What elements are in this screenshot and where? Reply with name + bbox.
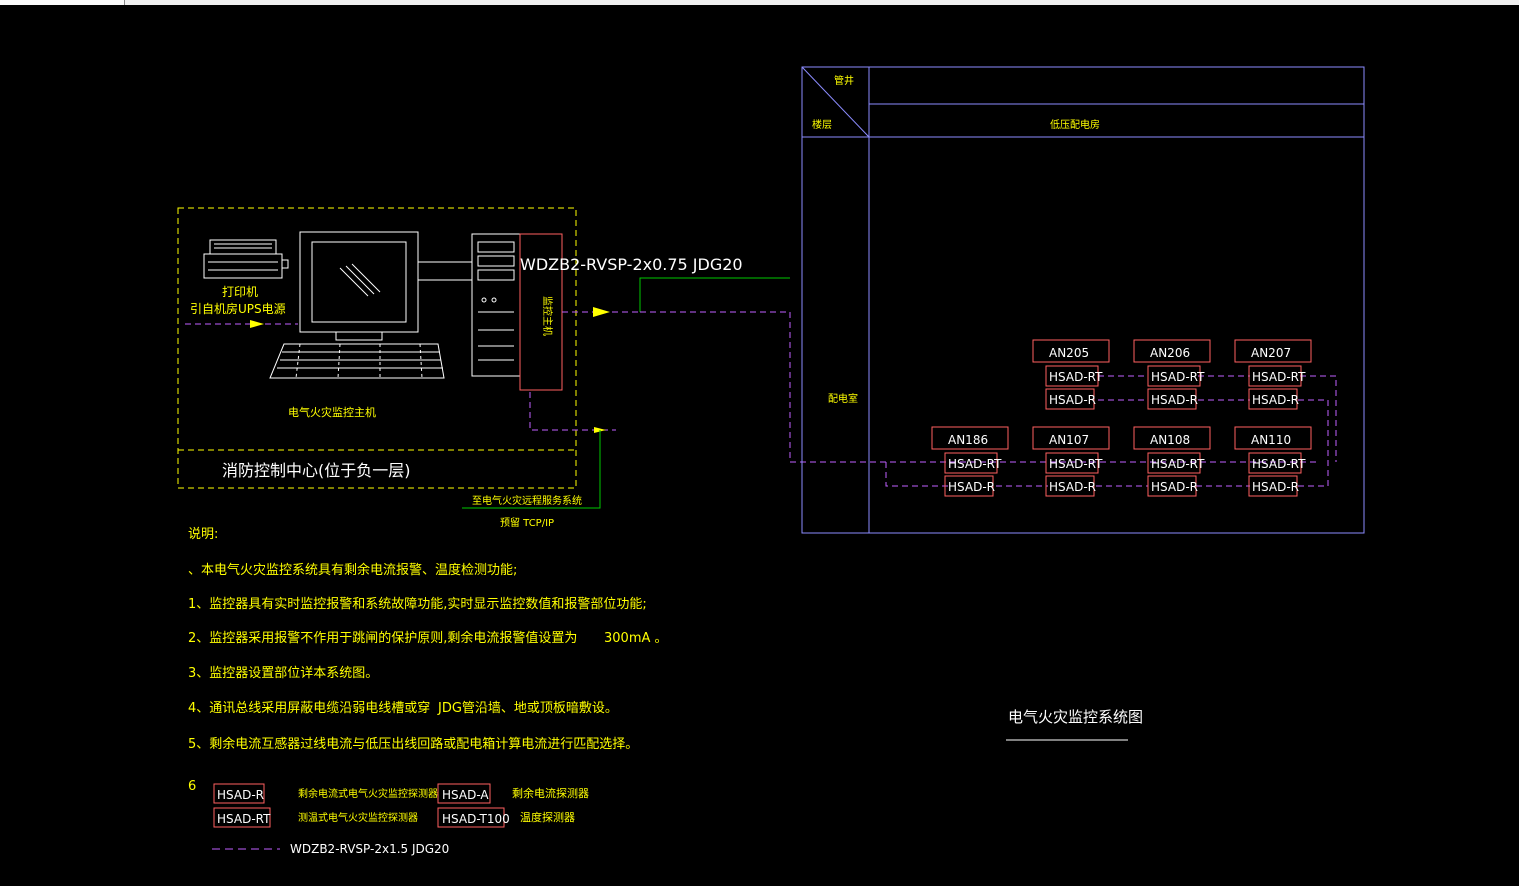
device-an205[interactable]: AN205 HSAD-RT HSAD-R — [1032, 339, 1110, 410]
note-item-6-number: 6 — [188, 779, 196, 794]
legend-code-box — [437, 807, 505, 828]
printer-icon — [203, 239, 289, 279]
note-item-2: 2、监控器采用报警不作用于跳闸的保护原则,剩余电流报警值设置为 — [188, 630, 577, 646]
legend-desc: 剩余电流探测器 — [512, 786, 589, 800]
drawing-title: 电气火灾监控系统图 — [1008, 708, 1143, 726]
table-header-floor: 楼层 — [812, 118, 832, 131]
device-module-rt: HSAD-RT — [1252, 457, 1306, 471]
legend-code-box — [213, 807, 271, 828]
cable-spec-label: WDZB2-RVSP-2x0.75 JDG20 — [520, 255, 743, 274]
note-item-1: 1、监控器具有实时监控报警和系统故障功能,实时显示监控数值和报警部位功能; — [188, 596, 647, 612]
reserve-line — [529, 392, 616, 431]
device-module-r: HSAD-R — [1049, 393, 1096, 407]
device-an207[interactable]: AN207 HSAD-RT HSAD-R — [1234, 339, 1312, 410]
legend-code-box — [437, 783, 491, 804]
device-name: AN110 — [1251, 433, 1291, 447]
notes-block: 说明: 、本电气火灾监控系统具有剩余电流报警、温度检测功能; 1、监控器具有实时… — [188, 527, 668, 794]
communication-bus-main — [640, 311, 1320, 463]
bus-arrow-icon — [593, 307, 610, 317]
device-name: AN186 — [948, 433, 988, 447]
host-label: 电气火灾监控主机 — [288, 405, 376, 419]
control-room-boundary — [177, 207, 577, 489]
table-header-panel: 低压配电房 — [1050, 118, 1100, 131]
riser-table — [801, 66, 1365, 534]
device-module-r: HSAD-R — [948, 480, 995, 494]
cad-drawing-canvas[interactable]: 消防控制中心(位于负一层) 打印机 引自机房UPS电源 — [0, 5, 1519, 886]
table-floor-label: 配电室 — [828, 392, 858, 405]
computer-tower-icon — [471, 233, 521, 377]
legend-block: HSAD-R 剩余电流式电气火灾监控探测器 HSAD-RT 测温式电气火灾监控探… — [212, 783, 589, 856]
device-module-rt: HSAD-RT — [1049, 370, 1103, 384]
device-an186[interactable]: AN186 HSAD-RT HSAD-R — [931, 426, 1009, 497]
device-module-rt: HSAD-RT — [948, 457, 1002, 471]
table-header-riser: 管井 — [834, 74, 854, 87]
device-module-r: HSAD-R — [1252, 393, 1299, 407]
legend-code: HSAD-R — [217, 788, 264, 802]
legend-code: HSAD-RT — [217, 812, 271, 826]
note-item-5: 5、剩余电流互感器过线电流与低压出线回路或配电箱计算电流进行匹配选择。 — [188, 736, 638, 752]
device-an108[interactable]: AN108 HSAD-RT HSAD-R — [1133, 426, 1211, 497]
device-group-bottom: AN186 HSAD-RT HSAD-R AN107 HSAD-RT HSAD-… — [931, 426, 1312, 497]
device-name: AN108 — [1150, 433, 1190, 447]
note-item-4: 4、通讯总线采用屏蔽电缆沿弱电线槽或穿 — [188, 700, 430, 716]
device-bus-wiring — [885, 375, 1337, 487]
device-module-r: HSAD-R — [1151, 480, 1198, 494]
device-an206[interactable]: AN206 HSAD-RT HSAD-R — [1133, 339, 1211, 410]
device-module-r: HSAD-R — [1252, 480, 1299, 494]
device-name: AN206 — [1150, 346, 1190, 360]
tcp-label: 预留 TCP/IP — [500, 516, 554, 529]
device-an110[interactable]: AN110 HSAD-RT HSAD-R — [1234, 426, 1312, 497]
window-top-strip — [0, 0, 1519, 5]
service-link-line — [462, 430, 601, 509]
device-group-top: AN205 HSAD-RT HSAD-R AN206 HSAD-RT HSAD-… — [1032, 339, 1312, 410]
device-name: AN205 — [1049, 346, 1089, 360]
device-an107[interactable]: AN107 HSAD-RT HSAD-R — [1032, 426, 1110, 497]
device-module-r: HSAD-R — [1151, 393, 1198, 407]
legend-cable-label: WDZB2-RVSP-2x1.5 JDG20 — [290, 842, 449, 856]
note-item-4-suffix: JDG管沿墙、地或顶板暗敷设。 — [437, 701, 618, 716]
ups-arrow-icon — [250, 320, 264, 328]
control-room-label: 消防控制中心(位于负一层) — [222, 461, 411, 480]
legend-code-box — [213, 783, 265, 804]
device-module-r: HSAD-R — [1049, 480, 1096, 494]
note-item-3: 3、监控器设置部位详本系统图。 — [188, 666, 378, 681]
control-center-group: 消防控制中心(位于负一层) 打印机 引自机房UPS电源 — [177, 207, 640, 529]
cable-leader-line — [639, 277, 790, 312]
device-module-rt: HSAD-RT — [1252, 370, 1306, 384]
device-name: AN107 — [1049, 433, 1089, 447]
cabinet-label: 监控主机 — [541, 296, 554, 336]
legend-code: HSAD-T100 — [442, 812, 510, 826]
legend-desc: 剩余电流式电气火灾监控探测器 — [298, 787, 438, 800]
device-name: AN207 — [1251, 346, 1291, 360]
document-tab[interactable] — [0, 0, 125, 5]
device-module-rt: HSAD-RT — [1151, 370, 1205, 384]
notes-heading: 说明: — [188, 527, 218, 542]
printer-label: 打印机 — [222, 285, 258, 299]
monitor-tower-link — [418, 261, 472, 281]
legend-code: HSAD-A — [442, 788, 489, 802]
service-label: 至电气火灾远程服务系统 — [472, 494, 582, 507]
note-item-0: 、本电气火灾监控系统具有剩余电流报警、温度检测功能; — [188, 562, 517, 578]
note-item-2-value: 300mA 。 — [604, 631, 668, 646]
device-module-rt: HSAD-RT — [1151, 457, 1205, 471]
device-module-rt: HSAD-RT — [1049, 457, 1103, 471]
monitor-icon — [299, 231, 419, 341]
ups-label: 引自机房UPS电源 — [190, 301, 286, 316]
keyboard-icon — [269, 343, 445, 379]
legend-desc: 测温式电气火灾监控探测器 — [298, 811, 418, 824]
legend-desc: 温度探测器 — [520, 810, 575, 824]
